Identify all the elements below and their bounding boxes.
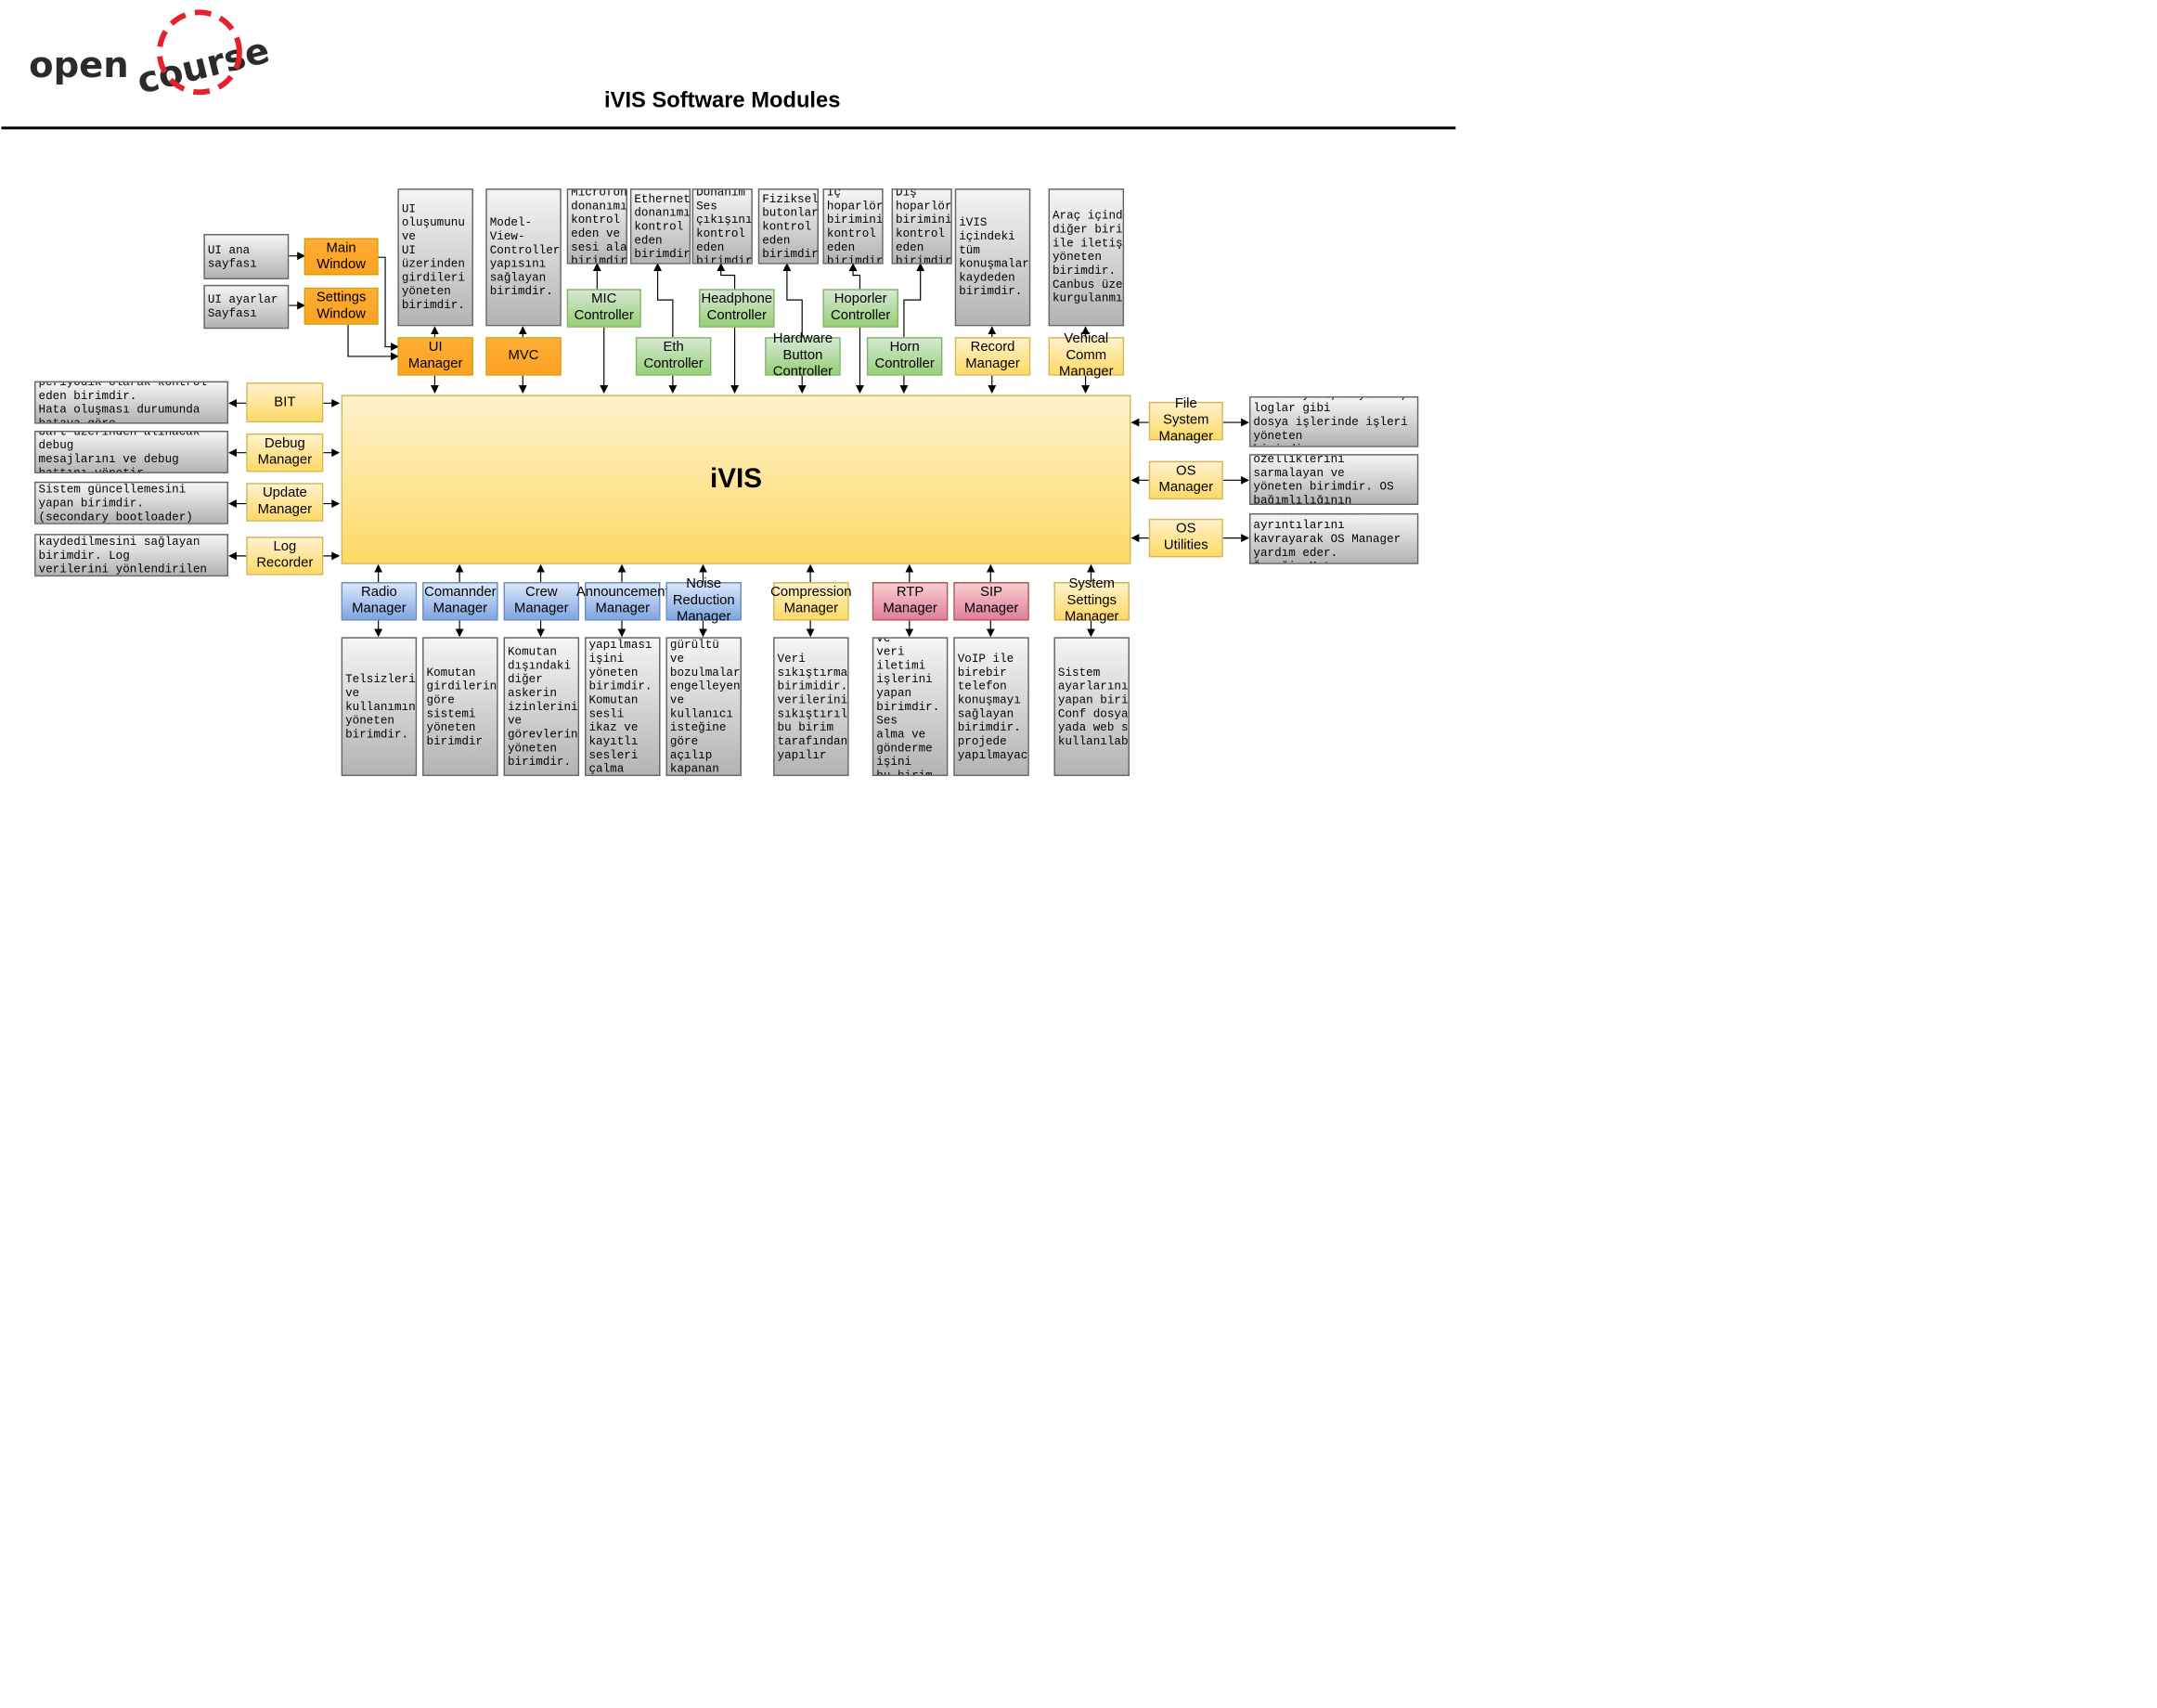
- horn-controller-node: Horn Controller: [866, 337, 943, 376]
- desc-file-system: Ses dosyası, kayıtlar, loglar gibi dosya…: [1248, 395, 1419, 447]
- desc-mvc: Model-View- Controller yapısını sağlayan…: [485, 188, 562, 327]
- desc-log: Sistem ile ilgili istenilen verilerin ka…: [34, 534, 229, 577]
- main-window-node: Main Window: [304, 238, 379, 276]
- mic-controller-node: MIC Controller: [566, 289, 641, 328]
- desc-headphone: Donanım Ses çıkışını kontrol eden birimd…: [691, 188, 753, 265]
- bit-node: BIT: [246, 382, 324, 423]
- desc-update: Sistem güncellemesini yapan birimdir. (s…: [34, 481, 229, 524]
- desc-debug: Uart üzerinden alınacak debug mesajların…: [34, 430, 229, 473]
- desc-system-settings: Sistem ayarlarını yapan birimdir. Conf d…: [1053, 637, 1130, 777]
- desc-compression: Veri sıkıştırma birimidir. Ses verilerin…: [773, 637, 849, 777]
- settings-window-node: Settings Window: [304, 287, 379, 325]
- open-course-logo: open course: [29, 9, 274, 99]
- log-recorder-node: Log Recorder: [246, 537, 324, 576]
- desc-ui-ana-sayfasi: UI ana sayfası: [203, 233, 290, 279]
- comannder-manager-node: Comannder Manager: [422, 582, 498, 621]
- desc-os-manager: Kullanılan OS sistemin özelliklerini sar…: [1248, 454, 1419, 506]
- desc-noise: Sesteki gürültü ve bozulmaları engelleye…: [665, 637, 742, 777]
- ui-manager-node: UI Manager: [397, 337, 473, 376]
- desc-os-utilities: OS desteklerini ve ayrıntılarını kavraya…: [1248, 512, 1419, 564]
- noise-reduction-manager-node: Noise Reduction Manager: [665, 576, 742, 625]
- arrow-eth-to-desc: [653, 263, 674, 338]
- connector-lines: [228, 252, 1249, 638]
- title-divider: [1, 126, 1456, 130]
- record-manager-node: Record Manager: [954, 337, 1031, 376]
- desc-hardware-button: Fiziksel butonları kontrol eden birimdir…: [757, 188, 819, 265]
- eth-controller-node: Eth Controller: [635, 337, 712, 376]
- arrow-hoporler-to-desc: [848, 263, 861, 290]
- page-title: iVIS Software Modules: [604, 89, 841, 113]
- arrow-main-window-to-ui-manager: [378, 256, 399, 351]
- mvc-node: MVC: [485, 337, 562, 376]
- hoporler-controller-node: Hoporler Controller: [822, 289, 898, 328]
- ivis-core-node: iVIS: [341, 395, 1131, 564]
- logo-word-open: open: [29, 45, 129, 86]
- desc-vehical-comm: Araç içindeki diğer birimler ile iletişi…: [1048, 188, 1125, 327]
- logo-ring-icon: [156, 9, 242, 96]
- desc-bit: Sistem bileşenlerini ve donanımları peri…: [34, 381, 229, 424]
- desc-horn: Dış hoparlör birimini kontrol eden birim…: [891, 188, 952, 265]
- desc-mic: Microfon donanımını kontrol eden ve sesi…: [566, 188, 627, 265]
- compression-manager-node: Compression Manager: [770, 582, 852, 621]
- headphone-controller-node: Headphone Controller: [699, 289, 775, 328]
- update-manager-node: Update Manager: [246, 483, 324, 522]
- arrow-hwbutton-to-desc: [782, 263, 803, 338]
- desc-comannder: Komutan girdilerine göre sistemi yöneten…: [422, 637, 498, 777]
- desc-radio: Telsizleri ve kullanımını yöneten birimd…: [341, 637, 418, 777]
- desc-announcement: Araç dışına anons yapılması işini yönete…: [584, 637, 661, 777]
- system-settings-manager-node: System Settings Manager: [1053, 576, 1130, 625]
- desc-sip: VoIP ile birebir telefon konuşmayı sağla…: [953, 637, 1029, 777]
- sip-manager-node: SIP Manager: [953, 582, 1029, 621]
- debug-manager-node: Debug Manager: [246, 433, 324, 472]
- os-manager-node: OS Manager: [1148, 460, 1223, 500]
- hardware-button-controller-node: Hardware Button Controller: [765, 331, 841, 380]
- vehical-comm-manager-node: Vehical Comm Manager: [1048, 331, 1125, 380]
- file-system-manager-node: File System Manager: [1148, 396, 1223, 445]
- crew-manager-node: Crew Manager: [503, 582, 580, 621]
- desc-crew: Komutan dışındaki diğer askerin izinleri…: [503, 637, 580, 777]
- arrow-horn-to-desc: [903, 263, 925, 338]
- arrow-headphone-to-desc: [717, 263, 736, 290]
- radio-manager-node: Radio Manager: [341, 582, 418, 621]
- desc-ui-ayarlar-sayfasi: UI ayarlar Sayfası: [203, 284, 290, 330]
- arrow-settings-window-to-ui-manager: [347, 324, 399, 361]
- desc-hoporler: İç hoparlör birimini kontrol eden birimd…: [822, 188, 884, 265]
- desc-eth: Ethernet donanımını kontrol eden birimdi…: [629, 188, 691, 265]
- desc-ui-manager: UI oluşumunu ve UI üzerinden girdileri y…: [397, 188, 473, 327]
- announcement-manager-node: Announcement Manager: [576, 582, 669, 621]
- desc-record: iVIS içindeki tüm konuşmaları kaydeden b…: [954, 188, 1031, 327]
- desc-rtp: RTP soket ve veri iletimi işlerini yapan…: [872, 637, 949, 777]
- os-utilities-node: OS Utilities: [1148, 518, 1223, 558]
- rtp-manager-node: RTP Manager: [872, 582, 949, 621]
